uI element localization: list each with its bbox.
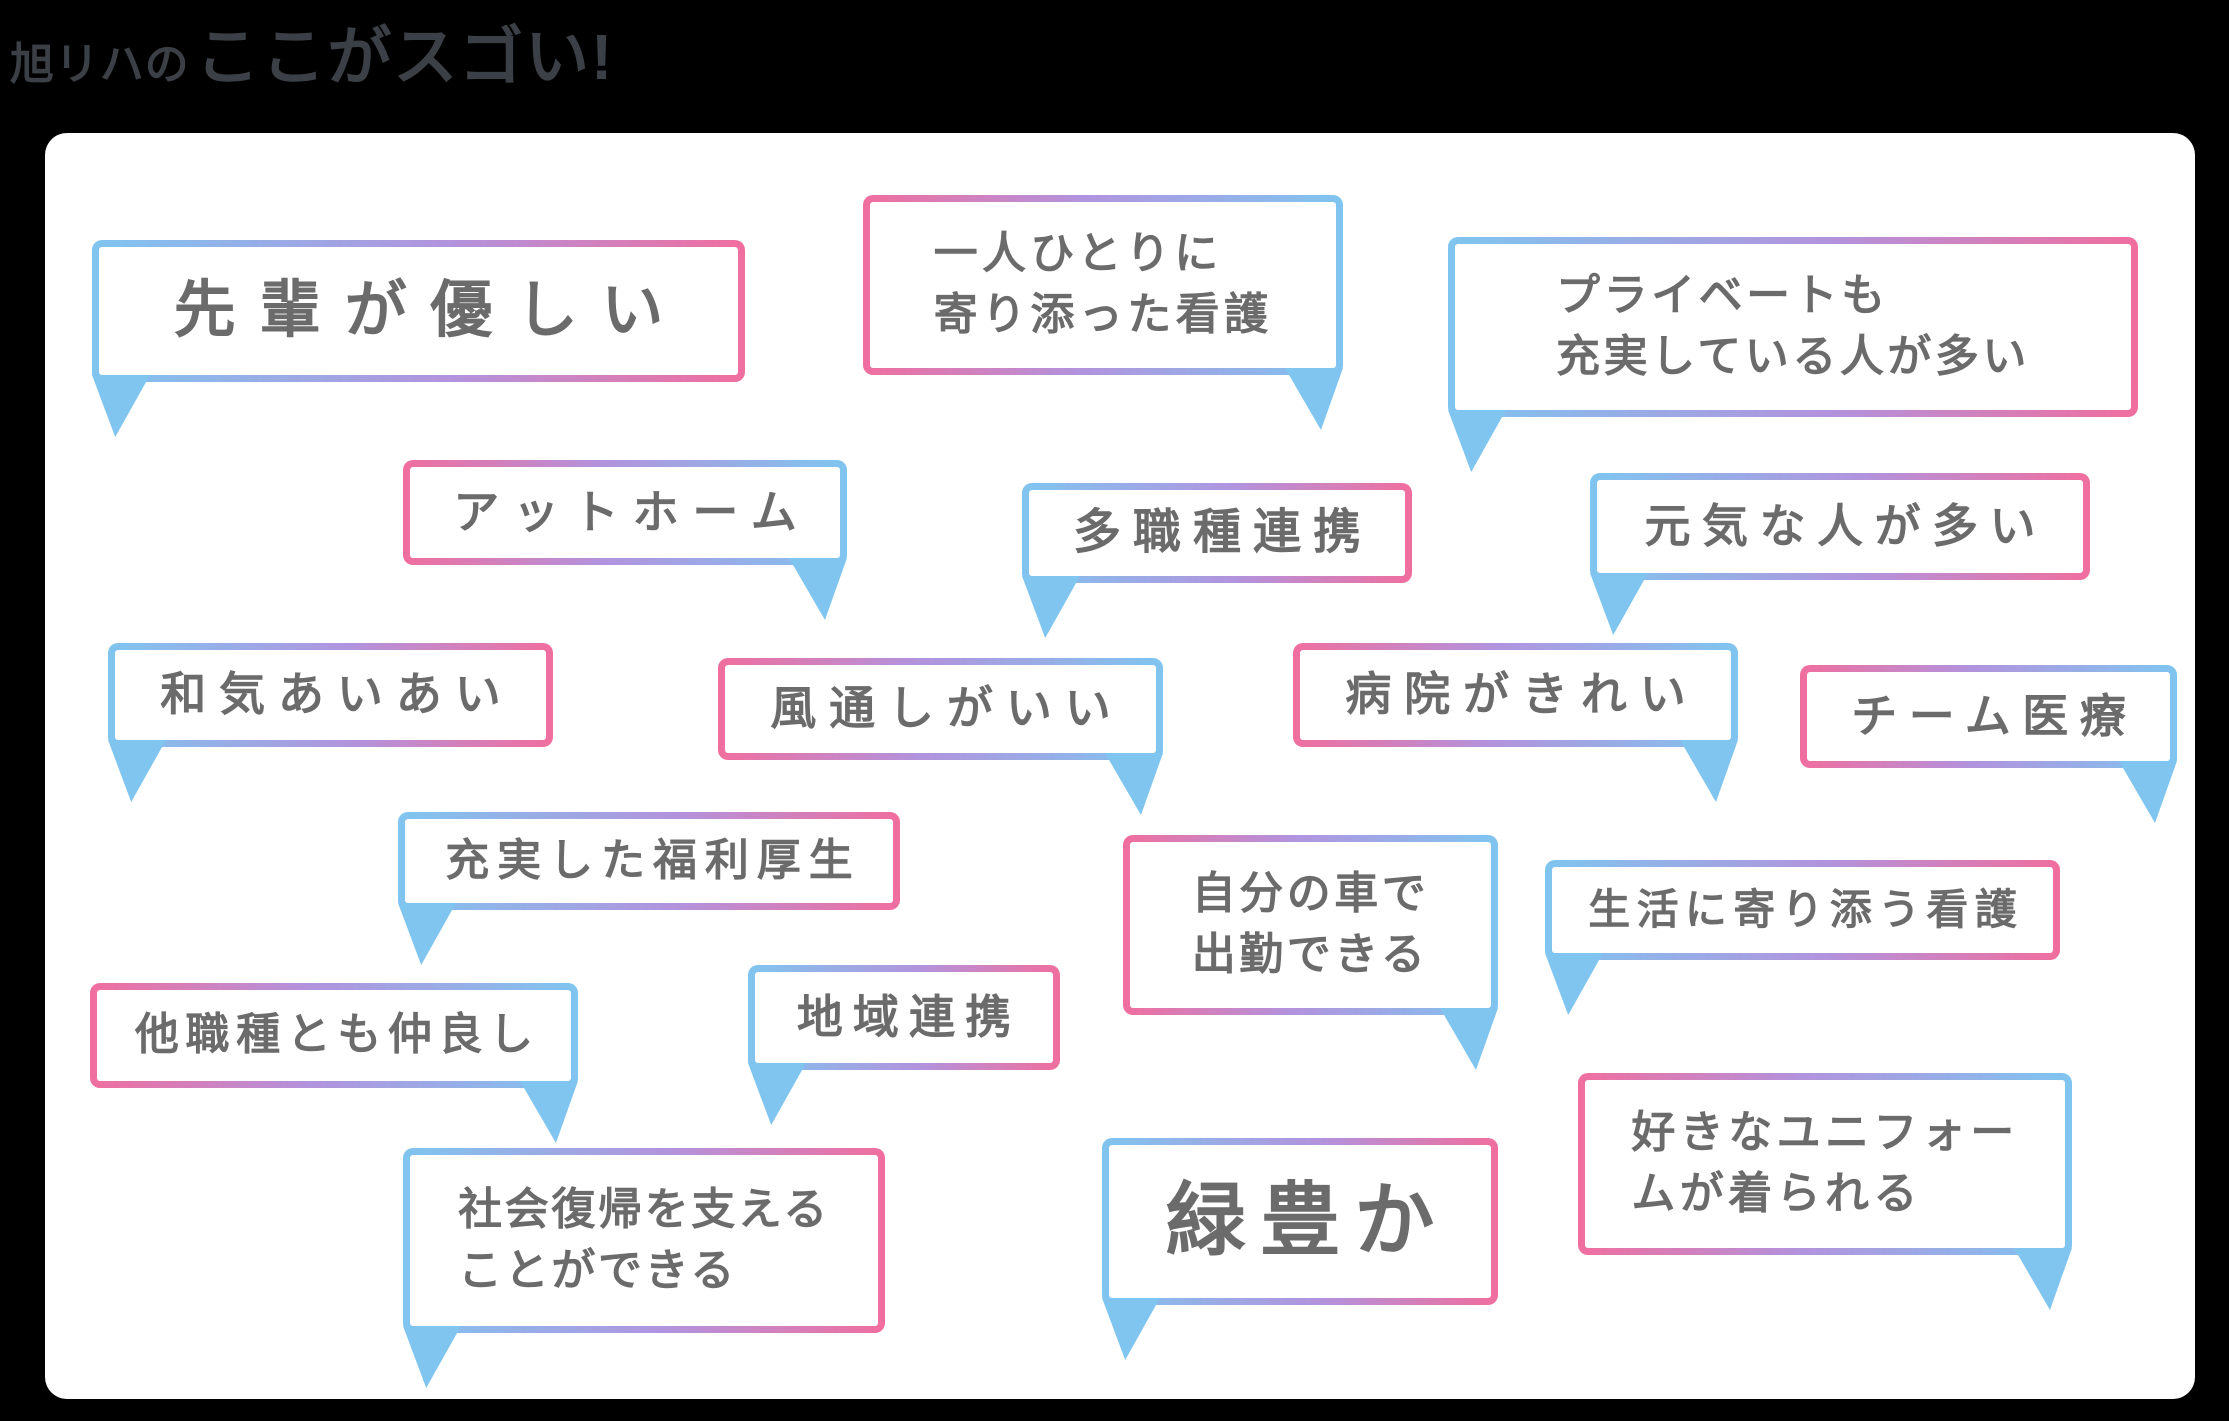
- bubble-label: プライベートも 充実している人が多い: [1556, 271, 2030, 381]
- bubble-open-communication: 風通しがいい: [718, 658, 1163, 815]
- bubble-label: 元気な人が多い: [1644, 499, 2047, 552]
- bubble-commute-by-car: 自分の車で 出勤できる: [1123, 835, 1498, 1070]
- bubble-multi-profession-teamwork: 多職種連携: [1022, 483, 1412, 638]
- bubble-label: 充実した福利厚生: [445, 835, 861, 885]
- page-title-main: ここがスゴい!: [195, 21, 615, 93]
- bubble-regional-cooperation: 地域連携: [748, 965, 1060, 1125]
- bubble-label: 他職種とも仲良し: [134, 1010, 540, 1060]
- bubble-label: 好きなユニフォー ムが着られる: [1631, 1108, 2019, 1218]
- bubble-label: アットホーム: [453, 485, 811, 538]
- bubble-team-medicine: チーム医療: [1800, 665, 2177, 823]
- bubble-label: 社会復帰を支える ことができる: [458, 1184, 830, 1295]
- bubble-label: 緑豊か: [1165, 1176, 1449, 1266]
- bubble-life-centered-nursing: 生活に寄り添う看護: [1545, 860, 2060, 1015]
- bubble-label: 風通しがいい: [770, 682, 1124, 735]
- bubble-label: 先輩が優しい: [173, 276, 687, 346]
- bubble-label: 自分の車で 出勤できる: [1191, 869, 1430, 979]
- bubble-energetic-people: 元気な人が多い: [1590, 473, 2090, 635]
- bubble-label: 地域連携: [796, 990, 1022, 1043]
- bubble-care-each-person: 一人ひとりに 寄り添った看護: [863, 195, 1343, 430]
- bubble-label: 多職種連携: [1072, 505, 1373, 559]
- bubble-label: チーム医療: [1851, 689, 2138, 742]
- bubble-private-fulfilled: プライベートも 充実している人が多い: [1448, 237, 2138, 472]
- bubble-friendly-atmosphere: 和気あいあい: [108, 643, 553, 802]
- page-title: 旭リハの ここがスゴい!: [10, 6, 614, 98]
- bubble-at-home: アットホーム: [403, 460, 847, 620]
- bubble-choose-uniform: 好きなユニフォー ムが着られる: [1578, 1073, 2072, 1310]
- bubble-friends-other-professions: 他職種とも仲良し: [90, 983, 578, 1143]
- page-title-prefix: 旭リハの: [10, 40, 190, 89]
- bubble-label: 一人ひとりに 寄り添った看護: [933, 229, 1273, 339]
- bubble-lush-greenery: 緑豊か: [1102, 1138, 1498, 1360]
- bubble-clean-hospital: 病院がきれい: [1293, 643, 1738, 802]
- bubble-support-social-return: 社会復帰を支える ことができる: [403, 1148, 885, 1388]
- bubble-label: 病院がきれい: [1345, 668, 1699, 721]
- bubble-label: 生活に寄り添う看護: [1588, 886, 2023, 934]
- bubble-senpai-kind: 先輩が優しい: [92, 240, 745, 437]
- bubble-label: 和気あいあい: [160, 668, 514, 721]
- bubble-good-benefits: 充実した福利厚生: [398, 812, 900, 965]
